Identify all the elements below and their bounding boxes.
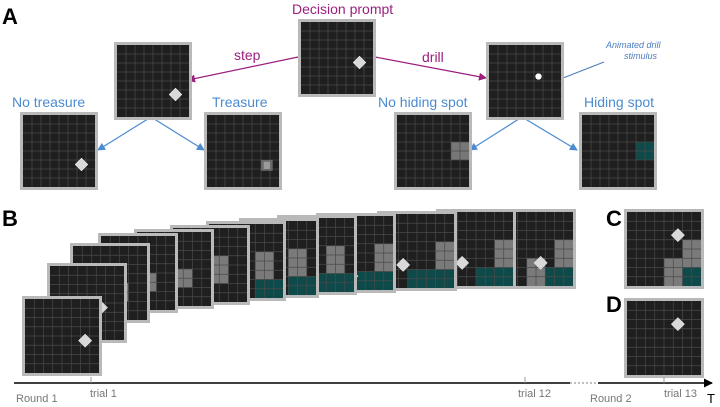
drill-stimulus-pointer <box>557 61 605 81</box>
drill-label: drill <box>422 49 444 65</box>
step-label: step <box>234 47 261 63</box>
hiding-spot-label: Hiding spot <box>584 94 654 110</box>
panel-label-b: B <box>2 206 18 231</box>
step-arrow <box>187 56 299 83</box>
no-treasure-label: No treasure <box>12 94 85 110</box>
panel-label-c: C <box>606 206 622 231</box>
trial13-label: trial 13 <box>664 388 697 400</box>
no-treasure-board <box>20 112 98 190</box>
agent-marker <box>533 255 548 270</box>
treasure-label: Treasure <box>212 94 268 110</box>
drill-arrow <box>374 56 487 81</box>
no-hiding-spot-board <box>394 112 472 190</box>
drill-stimulus <box>535 73 542 80</box>
agent-marker <box>352 55 367 70</box>
agent-marker <box>670 317 685 332</box>
grid-boards <box>20 19 704 378</box>
panel-label-a: A <box>2 4 18 29</box>
panel-label-d: D <box>606 292 622 317</box>
trial12-label: trial 12 <box>518 388 551 400</box>
agent-marker <box>74 157 89 172</box>
panel-c-board <box>624 209 704 289</box>
no-treasure-arrow <box>97 116 152 151</box>
panel-d-board <box>624 298 704 378</box>
agent-marker <box>396 257 411 272</box>
drill-board <box>486 42 564 120</box>
time-axis-symbol: T <box>707 391 715 406</box>
animated-drill-label-1: Animated drill <box>605 40 662 50</box>
agent-marker <box>670 228 685 243</box>
treasure-arrow <box>150 116 205 151</box>
agent-marker <box>455 255 470 270</box>
treasure-board <box>204 112 282 190</box>
hiding-spot-board <box>579 112 657 190</box>
step-board <box>114 42 192 120</box>
treasure-marker-glint <box>263 161 270 169</box>
trial-board-1 <box>22 296 102 376</box>
animated-drill-label-2: stimulus <box>624 51 658 61</box>
no-hiding-spot-label: No hiding spot <box>378 94 468 110</box>
hiding-spot-arrow <box>521 116 578 151</box>
no-hiding-spot-arrow <box>469 116 523 151</box>
decision-prompt-board <box>298 19 376 97</box>
decision-prompt-label: Decision prompt <box>292 1 393 17</box>
round1-label: Round 1 <box>16 393 58 405</box>
agent-marker <box>168 87 183 102</box>
trial1-label: trial 1 <box>90 388 117 400</box>
round2-label: Round 2 <box>590 393 632 405</box>
agent-marker <box>78 333 93 348</box>
